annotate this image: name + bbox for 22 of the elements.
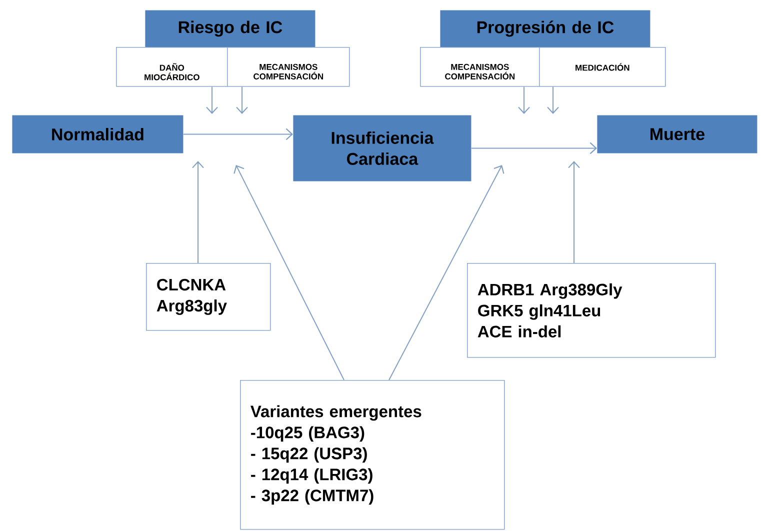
header-band: Riesgo de IC bbox=[145, 10, 316, 48]
state-box: Normalidad bbox=[12, 115, 184, 154]
arrow bbox=[568, 161, 580, 264]
arrow bbox=[470, 142, 597, 154]
variant-box: ADRB1 Arg389Gly GRK5 gln41Leu ACE in-del bbox=[467, 263, 716, 358]
category-cell: MECANISMOS COMPENSACIÓN bbox=[420, 47, 540, 87]
arrow bbox=[236, 86, 248, 114]
category-cell: DAÑO MIOCÁRDICO bbox=[116, 47, 228, 87]
state-box: Insuficiencia Cardiaca bbox=[293, 115, 472, 182]
arrow bbox=[388, 165, 504, 380]
arrow bbox=[182, 128, 293, 140]
category-cell: MEDICACIÓN bbox=[539, 47, 666, 87]
state-box: Muerte bbox=[597, 115, 758, 154]
category-cell: MECANISMOS COMPENSACIÓN bbox=[227, 47, 350, 87]
arrow bbox=[234, 165, 344, 380]
arrow bbox=[518, 86, 530, 114]
variant-box: CLCNKA Arg83gly bbox=[146, 263, 271, 331]
header-band: Progresión de IC bbox=[440, 10, 650, 48]
arrow bbox=[547, 86, 559, 114]
arrow bbox=[192, 161, 204, 264]
arrow bbox=[206, 86, 218, 114]
variant-box: Variantes emergentes -10q25 (BAG3) - 15q22 (USP3) - 12q14 (LRIG3) - 3p22 (CMTM7) bbox=[240, 380, 505, 530]
